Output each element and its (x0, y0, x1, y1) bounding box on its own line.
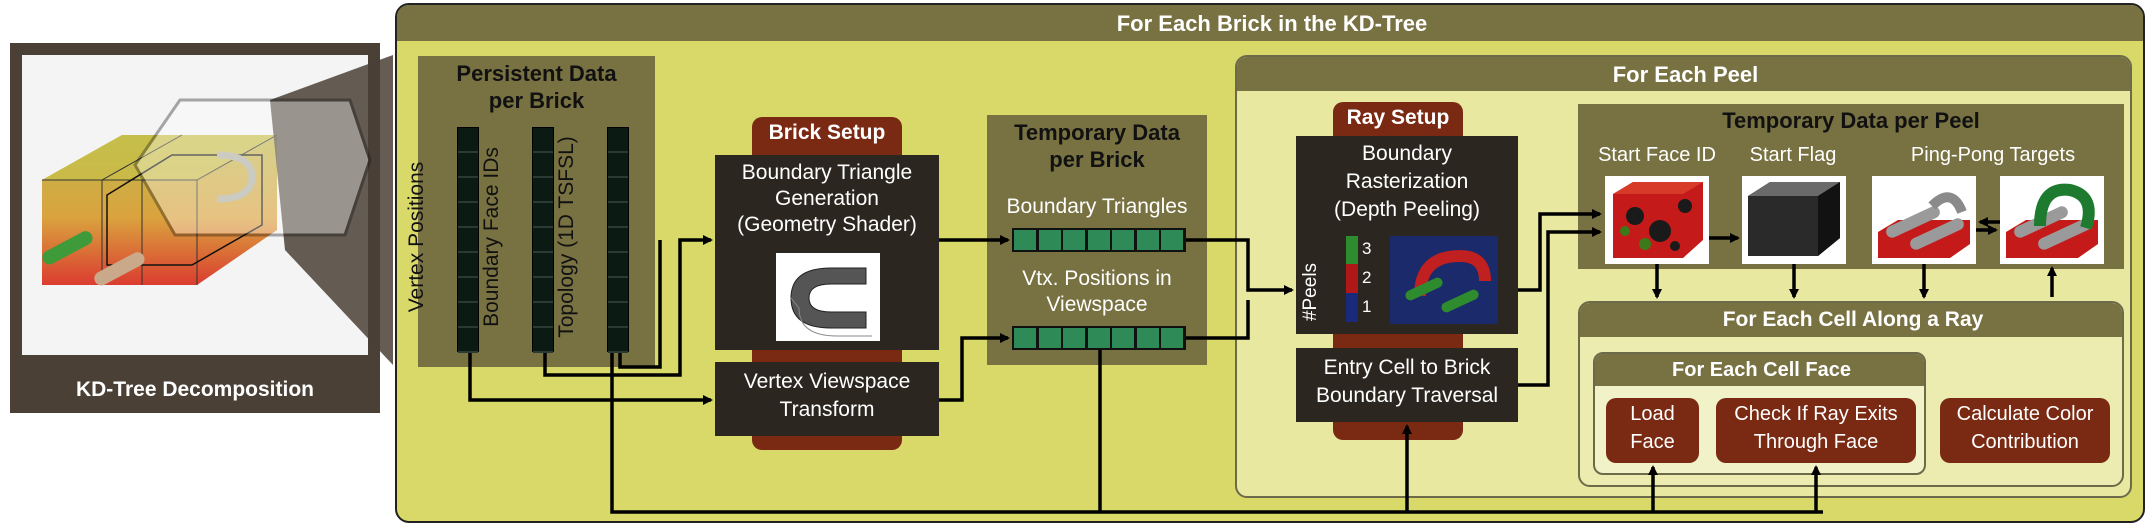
traversal-line1: Entry Cell to Brick (1323, 356, 1491, 379)
calculate-color-box: Calculate Color Contribution (1940, 398, 2110, 463)
persistent-title-line1: Persistent Data (456, 61, 617, 86)
brick-setup-title: Brick Setup (768, 121, 886, 144)
start-flag-label: Start Flag (1749, 144, 1837, 166)
start-flag-image (1742, 176, 1846, 264)
color-line2: Contribution (1971, 431, 2079, 453)
load-face-box: Load Face (1606, 398, 1699, 463)
persistent-column-label: Vertex Positions (405, 161, 428, 313)
peel-loop-title: For Each Peel (1612, 62, 1759, 87)
temp-brick-title2: per Brick (1049, 147, 1145, 172)
brick-loop-header: For Each Brick in the KD-Tree (397, 5, 2143, 41)
ray-setup-title: Ray Setup (1346, 106, 1450, 129)
boundary-triangle-generation: Boundary Triangle Generation (Geometry S… (715, 155, 939, 350)
persistent-column-strip (532, 127, 554, 353)
check-exit-box: Check If Ray Exits Through Face (1716, 398, 1916, 463)
vertex-viewspace-transform: Vertex Viewspace Transform (715, 362, 939, 436)
gen-line3: (Geometry Shader) (737, 213, 917, 236)
raster-line3: (Depth Peeling) (1334, 198, 1480, 221)
temp-peel-title: Temporary Data per Peel (1722, 108, 1980, 133)
gen-line1: Boundary Triangle (741, 161, 913, 184)
triangle-mesh-image (776, 253, 880, 341)
persistent-column-strip (607, 127, 629, 353)
temp-brick-title1: Temporary Data (1014, 120, 1180, 145)
color-line1: Calculate Color (1956, 403, 2094, 425)
kd-tree-label: KD-Tree Decomposition (75, 378, 315, 401)
start-face-label: Start Face ID (1598, 144, 1716, 166)
load-line1: Load (1630, 403, 1675, 425)
load-line2: Face (1630, 431, 1675, 453)
vtx-label-line2: Viewspace (1046, 293, 1148, 316)
ping-pong-image-b (2000, 176, 2104, 264)
persistent-title-line2: per Brick (488, 88, 585, 113)
peel-loop-header: For Each Peel (1237, 57, 2130, 91)
boundary-triangles-buffer (1012, 228, 1186, 252)
peel-legend-bar (1346, 236, 1358, 322)
peel-level-2: 2 (1362, 268, 1372, 287)
vtx-label-line1: Vtx. Positions in (1022, 267, 1172, 290)
peel-level-3: 3 (1362, 239, 1372, 258)
vtx-positions-buffer (1012, 326, 1186, 350)
boundary-rasterization: Boundary Rasterization (Depth Peeling) #… (1296, 136, 1518, 334)
entry-cell-traversal: Entry Cell to Brick Boundary Traversal (1296, 348, 1518, 422)
ping-pong-image-a (1872, 176, 1976, 264)
raster-line2: Rasterization (1345, 170, 1469, 193)
depth-peel-image (1390, 236, 1498, 324)
persistent-column-label: Boundary Face IDs (480, 147, 503, 327)
check-line2: Through Face (1753, 431, 1879, 453)
cell-loop-header: For Each Cell Along a Ray (1580, 303, 2122, 337)
persistent-column-label: Topology (1D TSFSL) (555, 136, 578, 338)
start-face-image (1605, 176, 1709, 264)
peel-level-1: 1 (1362, 297, 1372, 316)
transform-line1: Vertex Viewspace (743, 370, 911, 393)
raster-line1: Boundary (1362, 142, 1452, 165)
ping-pong-label: Ping-Pong Targets (1910, 144, 2076, 166)
check-line1: Check If Ray Exits (1734, 403, 1898, 425)
boundary-triangles-label: Boundary Triangles (1006, 195, 1188, 218)
transform-line2: Transform (779, 398, 875, 421)
brick-loop-title: For Each Brick in the KD-Tree (1116, 11, 1428, 36)
gen-line2: Generation (775, 187, 879, 210)
traversal-line2: Boundary Traversal (1315, 384, 1499, 407)
kd-tree-volume-illustration (42, 134, 278, 286)
face-loop-title: For Each Cell Face (1672, 359, 1851, 381)
cell-loop-title: For Each Cell Along a Ray (1722, 308, 1984, 331)
persistent-column-strip (457, 127, 479, 353)
face-loop-header: For Each Cell Face (1595, 354, 1924, 386)
